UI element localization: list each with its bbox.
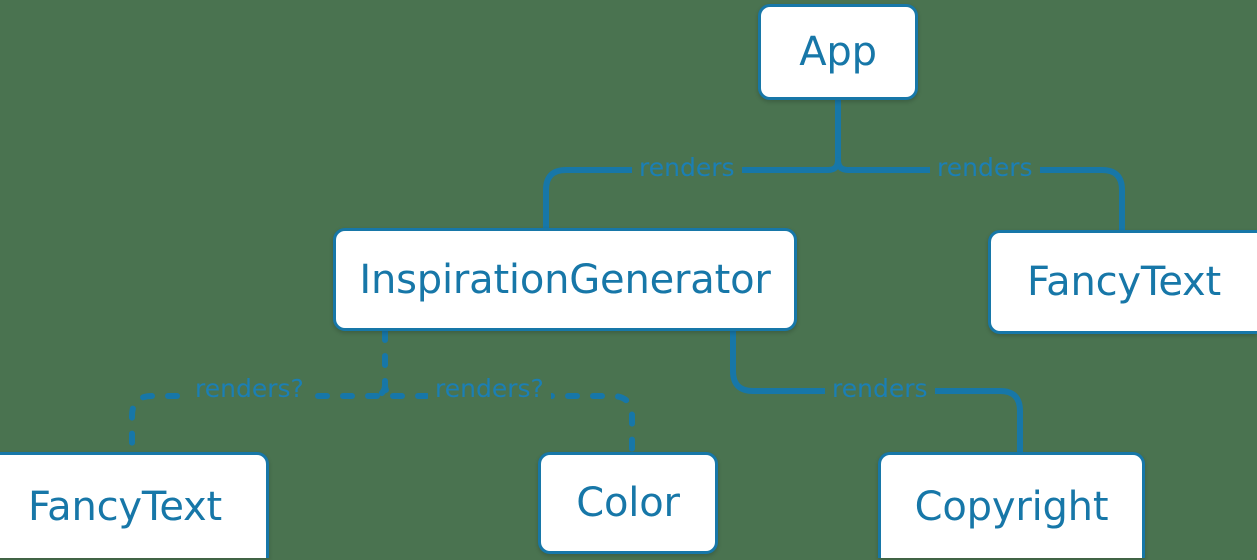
node-app[interactable]: App [758, 4, 918, 100]
edge-inspgen-dashed-stem-left [374, 382, 388, 399]
node-inspirationgenerator-label: InspirationGenerator [359, 256, 771, 303]
node-app-label: App [799, 29, 877, 75]
edge-app-to-fancytext [845, 167, 1125, 233]
edge-label-inspirationgenerator-to-copyright: renders [825, 376, 935, 401]
node-copyright-label: Copyright [914, 483, 1109, 530]
node-color[interactable]: Color [538, 452, 718, 554]
edge-app-to-inspirationgenerator [543, 167, 831, 231]
node-fancytext-bottom-label: FancyText [28, 483, 222, 530]
node-fancytext-top-label: FancyText [1027, 259, 1221, 305]
edge-label-inspirationgenerator-to-fancytext: renders? [188, 376, 311, 401]
edge-label-app-to-fancytext: renders [930, 155, 1040, 180]
node-copyright[interactable]: Copyright [878, 452, 1145, 558]
node-fancytext-bottom[interactable]: FancyText [0, 452, 269, 558]
edge-inspgen-to-color-conditional [390, 393, 635, 455]
edge-inspgen-to-fancytext-conditional [129, 393, 380, 455]
node-inspirationgenerator[interactable]: InspirationGenerator [333, 228, 797, 331]
node-fancytext-top[interactable]: FancyText [988, 230, 1257, 334]
edge-label-app-to-inspirationgenerator: renders [632, 155, 742, 180]
edge-label-inspirationgenerator-to-color: renders? [428, 376, 551, 401]
node-color-label: Color [576, 480, 680, 526]
